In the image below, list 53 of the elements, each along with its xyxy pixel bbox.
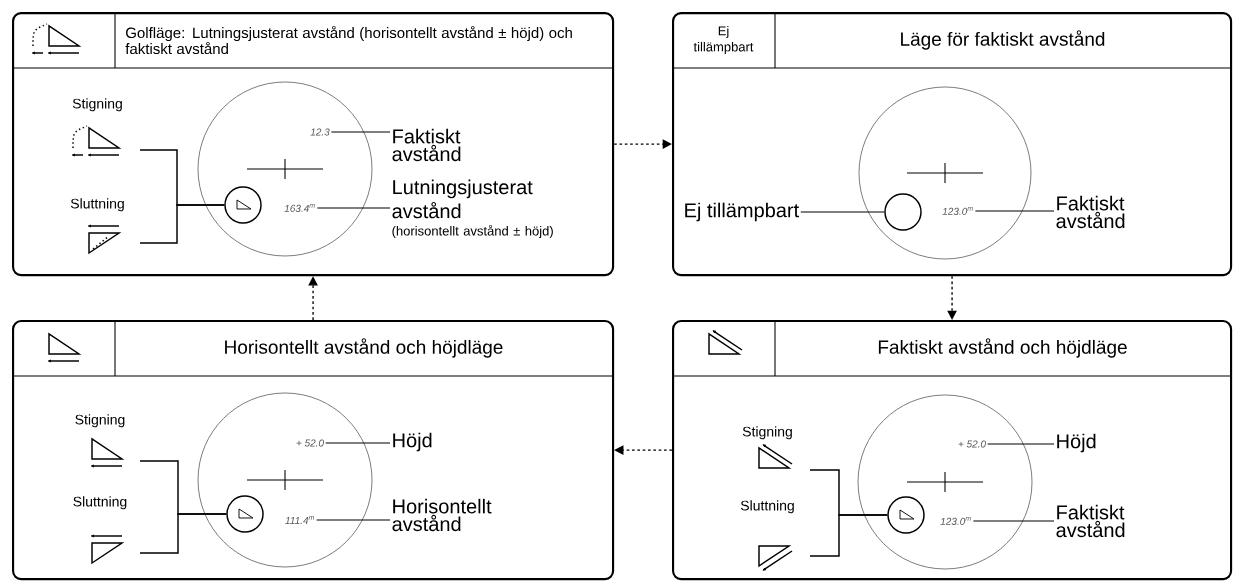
slope-label: Stigning (75, 414, 125, 428)
display-reading: 123.0$^{m}$ (940, 517, 971, 525)
callout-text: Faktiskt avstånd (1056, 195, 1125, 229)
mode-panel (11, 11, 615, 277)
eyepiece-view (197, 81, 373, 257)
eyepiece-view (197, 392, 373, 568)
arrow (613, 139, 672, 149)
leader-line (330, 131, 391, 133)
callout-text: Horisontellt avstånd (392, 498, 492, 532)
arrow (614, 445, 673, 455)
callout-text: Höjd (1057, 433, 1096, 453)
panel-title: Faktiskt avstånd och höjdläge (878, 338, 1127, 358)
display-reading: + 52.0 (296, 439, 324, 447)
slope-label: Stigning (72, 98, 122, 112)
slope-label: Sluttning (73, 496, 127, 510)
panel-title: Horisontellt avstånd och höjdläge (225, 338, 503, 358)
leader-line (800, 211, 885, 213)
slope-label: Sluttning (70, 198, 124, 212)
panel-title: Läge för faktiskt avstånd (901, 30, 1105, 50)
display-reading: 123.0$^{m}$ (942, 207, 973, 215)
callout-text: Ej tillämpbart (685, 202, 799, 222)
mode-panel (11, 319, 615, 581)
eyepiece-view (857, 394, 1033, 570)
mode-indicator (887, 496, 925, 534)
mode-panel (671, 11, 1233, 277)
arrow (308, 276, 318, 321)
mode-indicator (884, 193, 922, 231)
eyepiece-view (858, 86, 1032, 260)
display-reading: + 52.0 (958, 440, 986, 448)
bracket-line (139, 513, 227, 554)
bracket-line (809, 514, 888, 557)
callout-text: Faktiskt avstånd (392, 128, 461, 162)
display-reading: 111.4$^{m}$ (285, 516, 315, 524)
leader-line (316, 519, 391, 521)
arrow (947, 275, 957, 320)
panel-title: Golfläge: Lutningsjusterat avstånd (horisontellt avstånd ± höjd) och faktiskt avstånd (125, 25, 572, 55)
leader-line (325, 442, 391, 444)
display-reading: 163.4$^{m}$ (284, 204, 315, 212)
slope-label: Stigning (742, 426, 792, 440)
callout-text: Höjd (393, 432, 432, 452)
callout-text: Faktiskt avstånd (1056, 504, 1125, 538)
mode-panel (671, 319, 1233, 581)
leader-line (972, 520, 1055, 522)
slope-label: Sluttning (740, 500, 794, 514)
callout-text: Lutningsjusterat avstånd (horisontellt avstånd ± höjd) (392, 179, 553, 239)
leader-line (987, 443, 1055, 445)
mode-indicator (226, 495, 264, 533)
display-reading: 12.3 (310, 128, 330, 136)
mode-note: Ej tillämpbart (693, 25, 754, 55)
leader-line (316, 207, 391, 209)
leader-line (974, 210, 1055, 212)
bracket-line (139, 204, 225, 244)
mode-indicator (224, 186, 262, 224)
